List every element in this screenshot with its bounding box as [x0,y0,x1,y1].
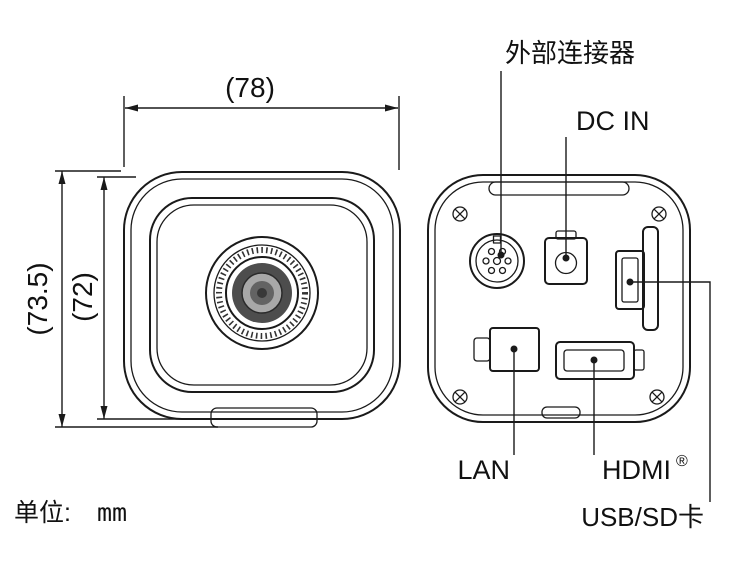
rear-body-outline [427,174,691,423]
screw-icon [651,206,667,222]
hdmi-port [555,341,645,380]
label-hdmi-registered-mark: ® [676,453,688,470]
unit-value: mm [97,498,127,527]
front-face-panel [149,197,375,393]
dimension-height-inner: (72) [67,176,214,420]
leader-dc-in [562,137,570,262]
screw-icon [649,389,665,405]
leader-hdmi [590,356,598,455]
leader-usb-sd [626,278,711,502]
front-face-inner-line [156,204,368,386]
front-body-inner-outline [130,178,394,413]
front-body-outline [123,171,401,420]
unit-note: 单位: mm [14,498,127,527]
arrow-up-icon [58,171,66,184]
dimension-height-inner-label: (72) [67,272,98,322]
dimension-height-outer-label: (73.5) [22,262,53,335]
external-connector-port [469,233,525,289]
screw-icon [452,206,468,222]
usb-sd-port [615,226,659,331]
arrow-down-icon [100,406,108,419]
arrow-right-icon [385,104,398,112]
label-external-connector: 外部连接器 [505,38,635,68]
dimension-height-outer: (73.5) [22,170,218,428]
rear-bottom-tab [541,406,581,419]
lan-port [473,327,540,372]
rear-view [427,174,691,423]
unit-label: 单位: [14,499,71,527]
lens-icon [205,236,319,350]
dimension-width-label: (78) [225,72,275,103]
label-usb-sd: USB/SD卡 [581,502,704,532]
dimension-width: (78) [123,72,400,170]
label-lan: LAN [457,455,510,485]
rear-body-inner-outline [434,181,684,416]
arrow-left-icon [125,104,138,112]
rear-top-tab [488,181,630,196]
arrow-down-icon [58,414,66,427]
leader-external-connector [497,71,505,259]
label-dc-in: DC IN [576,106,650,136]
arrow-up-icon [100,177,108,190]
screw-icon [452,389,468,405]
label-hdmi: HDMI [602,455,671,485]
front-view [123,171,401,428]
camera-foot [210,407,318,428]
leader-lan [510,345,518,455]
